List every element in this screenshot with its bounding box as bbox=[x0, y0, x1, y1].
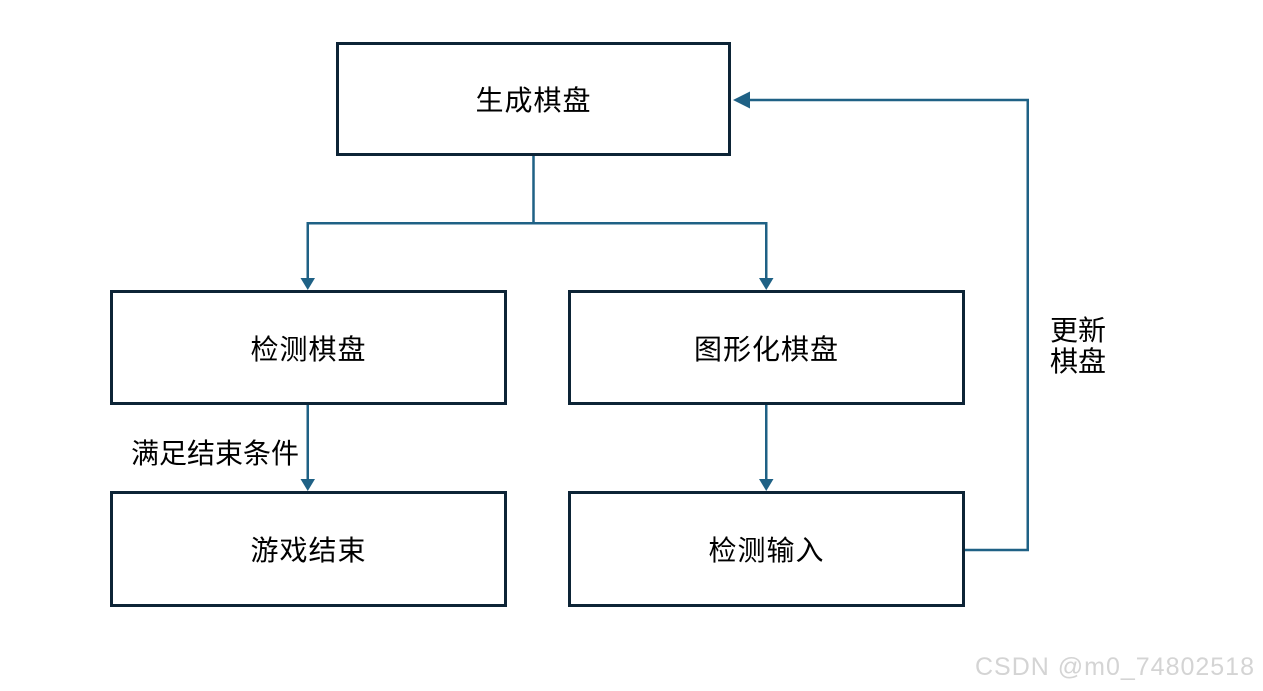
node-detect-board: 检测棋盘 bbox=[110, 290, 507, 405]
arrowhead-feedback bbox=[733, 91, 750, 109]
arrowhead-to-input bbox=[759, 479, 774, 491]
node-detect-input-label: 检测输入 bbox=[708, 535, 825, 566]
edge-label-end-condition: 满足结束条件 bbox=[131, 438, 300, 469]
arrowhead-to-graphical bbox=[759, 278, 774, 290]
node-graphical-board: 图形化棋盘 bbox=[568, 290, 965, 405]
node-detect-board-label: 检测棋盘 bbox=[250, 333, 367, 365]
arrowhead-to-detect bbox=[300, 278, 315, 290]
node-generate-board: 生成棋盘 bbox=[336, 42, 731, 156]
node-graphical-board-label: 图形化棋盘 bbox=[693, 333, 839, 365]
edge-feedback-loop bbox=[748, 98, 1029, 552]
node-generate-board-label: 生成棋盘 bbox=[475, 85, 592, 116]
node-game-over-label: 游戏结束 bbox=[250, 535, 367, 566]
node-game-over: 游戏结束 bbox=[110, 491, 507, 607]
node-detect-input: 检测输入 bbox=[568, 491, 965, 607]
watermark-text: CSDN @m0_74802518 bbox=[974, 653, 1255, 681]
edge-label-update-board: 更新 棋盘 bbox=[1050, 315, 1107, 377]
arrowhead-to-gameover bbox=[300, 479, 315, 491]
